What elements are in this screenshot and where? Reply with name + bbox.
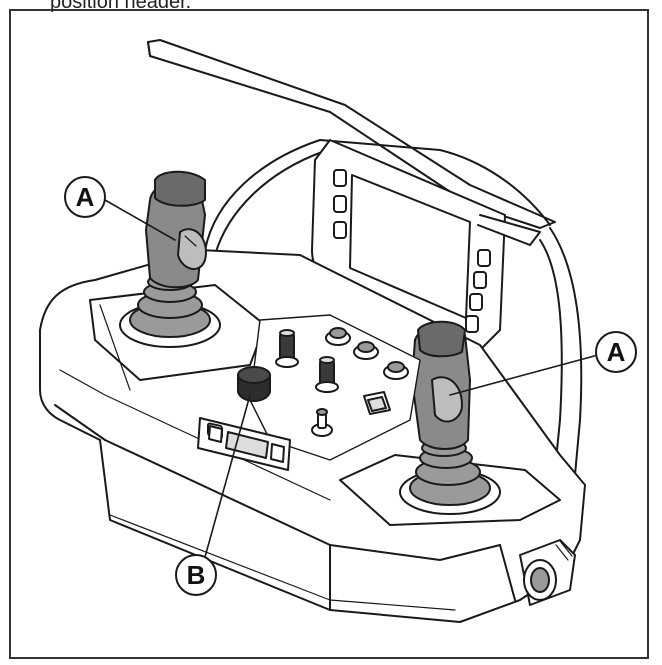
square-button: [363, 391, 391, 415]
right-joystick-base: [339, 439, 561, 526]
svg-text:A: A: [607, 337, 626, 367]
svg-text:A: A: [76, 182, 95, 212]
toggle-switch-2: [315, 356, 339, 393]
display-module: [311, 139, 541, 351]
small-key-switch: [311, 408, 333, 437]
rocker-switch-panel: [197, 417, 291, 471]
callout-a-right: A: [595, 331, 637, 373]
round-button-2: [353, 341, 379, 360]
callout-b: B: [175, 554, 217, 596]
leader-line-b: [204, 394, 251, 558]
round-button-1: [325, 327, 351, 346]
figure-frame: [9, 9, 649, 659]
toggle-switch-1: [275, 329, 299, 368]
leader-line-a-left: [104, 199, 176, 241]
carry-handle: [147, 39, 556, 229]
rear-connector: [519, 539, 576, 606]
svg-text:B: B: [187, 560, 206, 590]
leader-line-a-right: [449, 354, 599, 396]
callout-a-left: A: [64, 176, 106, 218]
right-joystick-grip: [411, 320, 471, 450]
left-joystick-grip: [145, 170, 207, 289]
round-button-3: [383, 361, 409, 380]
rotary-knob-b: [237, 366, 271, 402]
